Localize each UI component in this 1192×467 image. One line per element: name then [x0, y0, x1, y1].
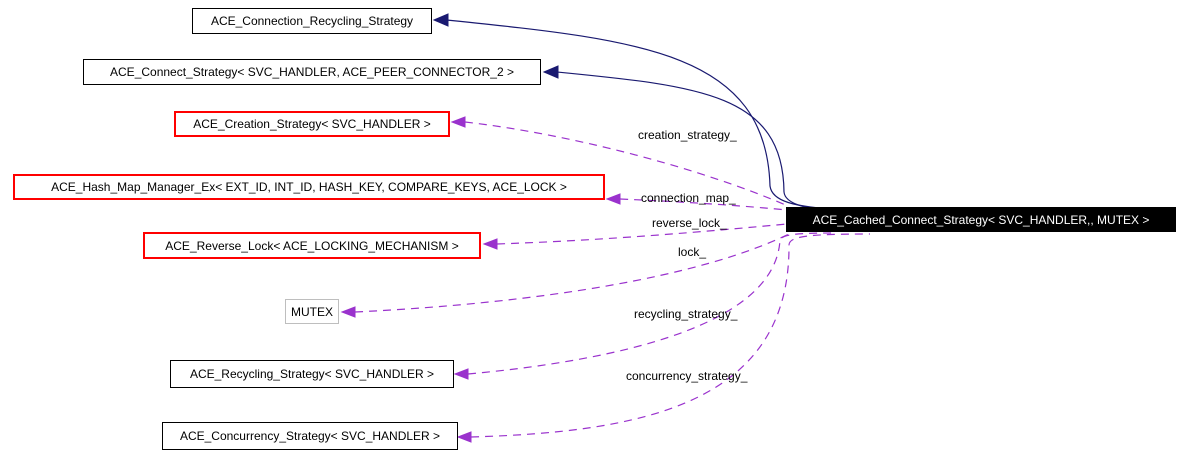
edge-label-concurrency-strategy: concurrency_strategy_ — [626, 369, 748, 383]
usage-edge-recycling-strategy — [467, 232, 836, 375]
edge-label-connection-map: connection_map_ — [641, 191, 736, 205]
node-ace-connection-recycling-strategy[interactable]: ACE_Connection_Recycling_Strategy — [192, 8, 432, 34]
usage-arrowhead-lock — [340, 306, 356, 318]
node-ace-creation-strategy[interactable]: ACE_Creation_Strategy< SVC_HANDLER > — [174, 111, 450, 137]
usage-arrowhead-concurrency-strategy — [456, 431, 472, 443]
edge-label-reverse-lock: reverse_lock_ — [652, 216, 727, 230]
usage-arrowhead-reverse-lock — [482, 238, 498, 250]
edge-label-recycling-strategy: recycling_strategy_ — [634, 307, 738, 321]
usage-edge-creation-strategy — [464, 121, 789, 207]
usage-edge-lock — [354, 233, 790, 313]
inheritance-edge-connect-strategy — [556, 71, 855, 214]
edge-label-lock: lock_ — [678, 245, 707, 259]
usage-arrowhead-connection-map — [605, 193, 621, 205]
node-mutex[interactable]: MUTEX — [285, 299, 339, 324]
inheritance-arrowhead-connection-recycling — [432, 13, 449, 27]
node-ace-reverse-lock[interactable]: ACE_Reverse_Lock< ACE_LOCKING_MECHANISM … — [143, 232, 481, 259]
node-ace-concurrency-strategy[interactable]: ACE_Concurrency_Strategy< SVC_HANDLER > — [162, 422, 458, 450]
inheritance-edge-connection-recycling — [446, 19, 845, 211]
node-ace-cached-connect-strategy-main: ACE_Cached_Connect_Strategy< SVC_HANDLER… — [786, 207, 1176, 232]
usage-edge-reverse-lock — [496, 223, 788, 245]
edge-label-creation-strategy: creation_strategy_ — [638, 128, 737, 142]
usage-edge-concurrency-strategy — [470, 233, 871, 438]
usage-arrowhead-creation-strategy — [450, 116, 466, 128]
node-ace-recycling-strategy[interactable]: ACE_Recycling_Strategy< SVC_HANDLER > — [170, 360, 454, 388]
usage-arrowhead-recycling-strategy — [453, 368, 469, 380]
inheritance-arrowhead-connect-strategy — [542, 65, 559, 79]
node-ace-connect-strategy[interactable]: ACE_Connect_Strategy< SVC_HANDLER, ACE_P… — [83, 59, 541, 85]
node-ace-hash-map-manager-ex[interactable]: ACE_Hash_Map_Manager_Ex< EXT_ID, INT_ID,… — [13, 174, 605, 200]
